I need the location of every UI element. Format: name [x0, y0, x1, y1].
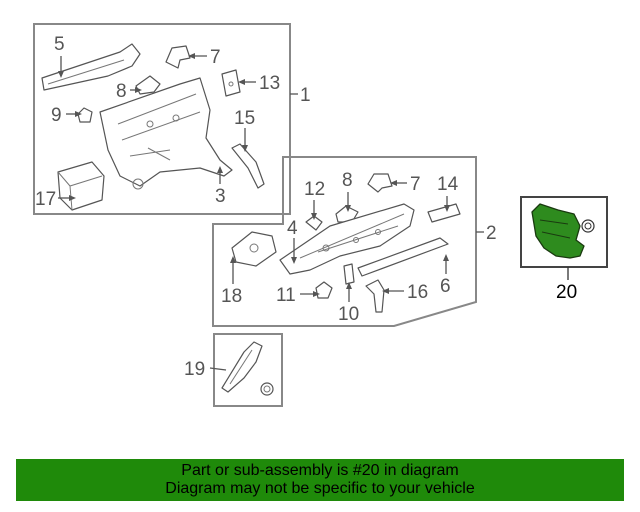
callout-15: 15: [234, 108, 255, 129]
callout-11: 11: [276, 285, 296, 306]
part-15-brace: [231, 143, 265, 189]
callout-17: 17: [35, 189, 56, 210]
part-18-mount: [231, 231, 277, 267]
part-14-strip: [427, 203, 461, 223]
part-19-pillar: [221, 341, 263, 393]
callout-14: 14: [437, 174, 459, 195]
panel-assembly-1: [33, 23, 291, 215]
part-6-rail: [357, 237, 449, 277]
part-19-grommet: [260, 382, 274, 396]
callout-8-upper: 8: [116, 81, 127, 102]
leader-arrowheads: [58, 53, 450, 297]
callout-9: 9: [51, 105, 62, 126]
callout-6: 6: [440, 276, 451, 297]
part-10-bracket: [343, 263, 355, 285]
callout-7-lower: 7: [410, 174, 421, 195]
callout-1: 1: [300, 85, 311, 106]
part-5-rail: [41, 43, 141, 91]
callout-7-upper: 7: [210, 47, 221, 68]
callout-13: 13: [259, 73, 280, 94]
callout-5: 5: [54, 34, 65, 55]
panel-part-19: [213, 333, 283, 407]
panel-assembly-2: [212, 156, 477, 327]
panel-part-20: [520, 196, 608, 268]
callout-16: 16: [407, 282, 428, 303]
part-11-clip: [315, 281, 333, 299]
banner-line-2: Diagram may not be specific to your vehi…: [165, 480, 475, 497]
callout-18: 18: [221, 286, 242, 307]
part-12-clip: [305, 215, 323, 231]
part-20-grommet: [581, 219, 595, 233]
banner-line-1: Part or sub-assembly is #20 in diagram: [181, 462, 459, 479]
info-banner: Part or sub-assembly is #20 in diagram D…: [16, 459, 624, 501]
callout-4: 4: [287, 218, 298, 239]
callout-20: 20: [556, 282, 577, 303]
callout-19: 19: [184, 359, 205, 380]
part-7-bracket-lower: [367, 173, 393, 193]
callout-12: 12: [304, 179, 325, 200]
part-8-bracket-lower: [335, 205, 359, 223]
part-4-apron: [279, 203, 415, 275]
callout-10: 10: [338, 304, 359, 325]
part-17-box: [57, 161, 105, 211]
part-9-clip: [77, 107, 93, 123]
part-8-bracket: [135, 75, 161, 95]
callout-2: 2: [486, 223, 497, 244]
part-13-plate: [221, 69, 241, 97]
part-3-apron: [99, 77, 233, 190]
part-20-highlighted[interactable]: [531, 203, 585, 259]
part-7-bracket-upper: [165, 45, 191, 69]
callout-3: 3: [215, 186, 226, 207]
callout-8-lower: 8: [342, 170, 353, 191]
part-16-brace: [365, 279, 385, 313]
